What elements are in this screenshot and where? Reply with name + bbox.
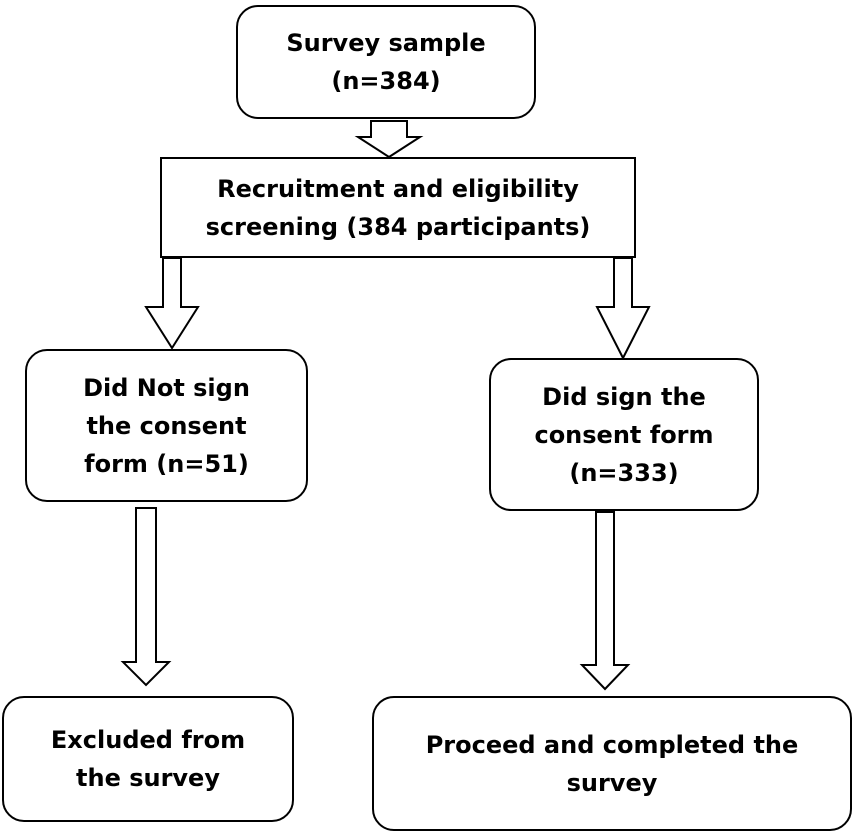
- node-not-signed-line2: the consent: [83, 407, 250, 445]
- node-recruitment: Recruitment and eligibility screening (3…: [160, 157, 636, 258]
- node-not-signed-line1: Did Not sign: [83, 369, 250, 407]
- node-signed-line3: (n=333): [534, 454, 713, 492]
- node-excluded-line1: Excluded from: [51, 721, 245, 759]
- arrow-recruitment-to-not-signed: [146, 258, 198, 348]
- node-completed-line1: Proceed and completed the: [426, 726, 799, 764]
- node-completed: Proceed and completed the survey: [372, 696, 852, 831]
- node-completed-line2: survey: [426, 764, 799, 802]
- node-excluded-line2: the survey: [51, 759, 245, 797]
- node-excluded: Excluded from the survey: [2, 696, 294, 822]
- node-not-signed-line3: form (n=51): [83, 445, 250, 483]
- node-signed-line2: consent form: [534, 416, 713, 454]
- node-recruitment-line1: Recruitment and eligibility: [206, 170, 591, 208]
- arrow-sample-to-recruitment: [358, 121, 420, 157]
- node-survey-sample-line1: Survey sample: [286, 24, 485, 62]
- node-not-signed: Did Not sign the consent form (n=51): [25, 349, 308, 502]
- arrow-not-signed-to-excluded: [123, 508, 169, 685]
- node-signed: Did sign the consent form (n=333): [489, 358, 759, 511]
- arrow-recruitment-to-signed: [597, 258, 649, 358]
- node-survey-sample-line2: (n=384): [286, 62, 485, 100]
- node-signed-line1: Did sign the: [534, 378, 713, 416]
- node-survey-sample: Survey sample (n=384): [236, 5, 536, 119]
- node-recruitment-line2: screening (384 participants): [206, 208, 591, 246]
- arrow-signed-to-completed: [582, 512, 628, 689]
